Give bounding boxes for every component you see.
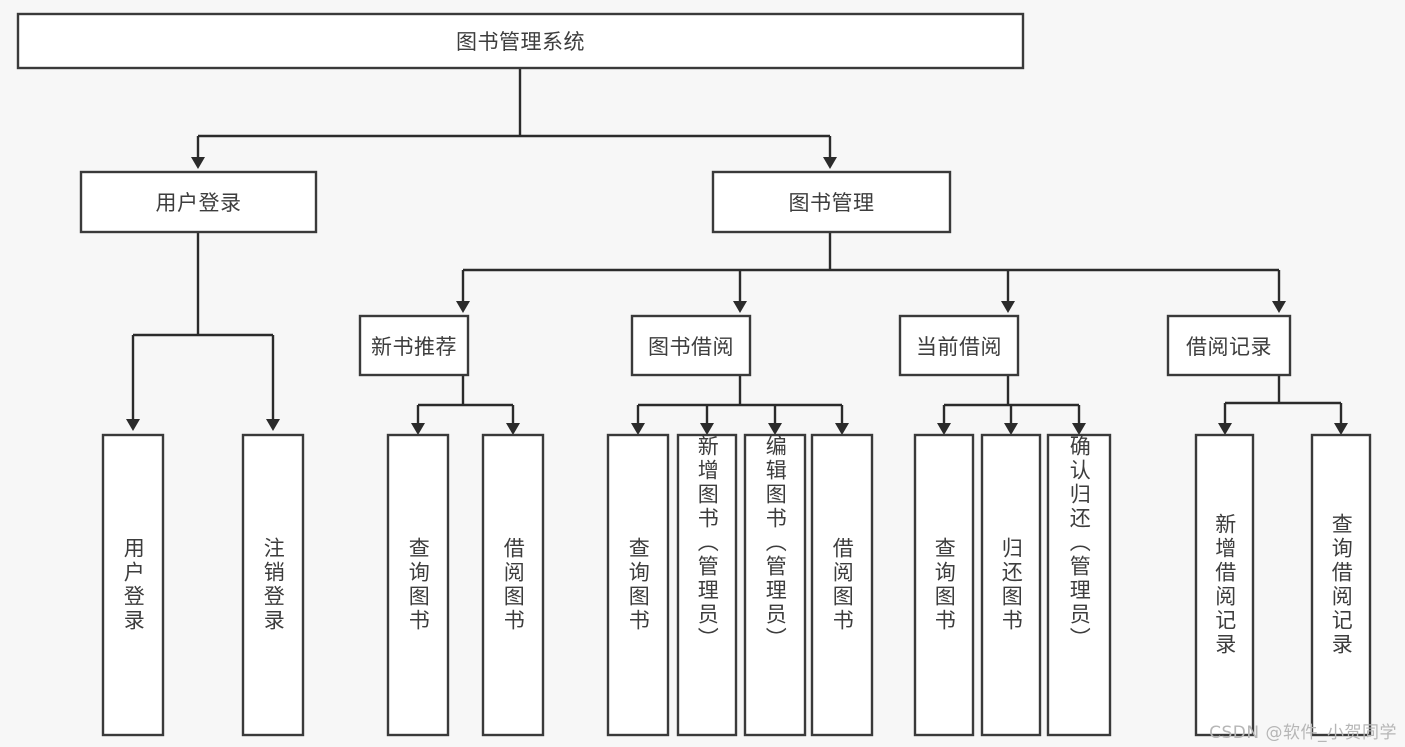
leaf-user-login-1[interactable] — [241, 433, 305, 737]
leaf-book-borrow-0[interactable] — [606, 433, 670, 737]
leaf-borrow-record-1[interactable] — [1310, 433, 1372, 737]
node-new-book-recommend[interactable] — [358, 314, 470, 377]
node-book-manage[interactable] — [711, 170, 952, 234]
node-current-borrow[interactable] — [898, 314, 1020, 377]
node-root[interactable] — [16, 12, 1025, 70]
leaf-user-login-0[interactable] — [101, 433, 165, 737]
leaf-book-borrow-2[interactable] — [743, 433, 807, 737]
leaf-current-borrow-1[interactable] — [980, 433, 1042, 737]
node-layer — [16, 12, 1372, 737]
leaf-borrow-record-0[interactable] — [1194, 433, 1255, 737]
node-borrow-record[interactable] — [1166, 314, 1292, 377]
leaf-current-borrow-0[interactable] — [913, 433, 975, 737]
node-user-login[interactable] — [79, 170, 318, 234]
leaf-new-book-1[interactable] — [481, 433, 545, 737]
connector-layer — [126, 68, 1348, 435]
leaf-book-borrow-1[interactable] — [676, 433, 738, 737]
node-book-borrow[interactable] — [630, 314, 752, 377]
leaf-current-borrow-2[interactable] — [1046, 433, 1112, 737]
leaf-book-borrow-3[interactable] — [810, 433, 874, 737]
leaf-new-book-0[interactable] — [386, 433, 450, 737]
